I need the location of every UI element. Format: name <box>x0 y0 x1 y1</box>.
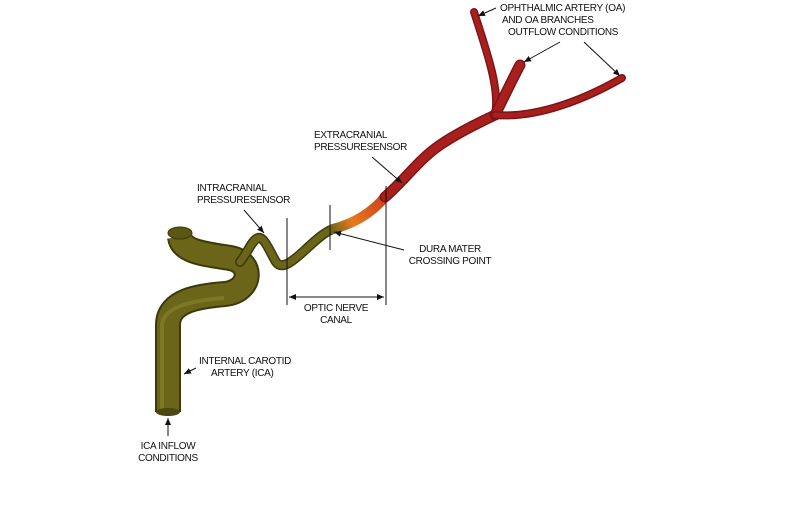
extracranial-sensor-label: EXTRACRANIAL PRESSURESENSOR <box>314 130 408 153</box>
optic-canal-dimension <box>286 186 387 305</box>
optic-canal-label: OPTIC NERVE CANAL <box>303 303 369 326</box>
intracranial-sensor-label: INTRACRANIAL PRESSURESENSOR <box>197 183 291 206</box>
dura-mater-label: DURA MATER CROSSING POINT <box>408 244 492 267</box>
ophthalmic-artery <box>379 8 626 203</box>
ica-inflow-label: ICA INFLOW CONDITIONS <box>138 441 198 464</box>
oa-outflow-arrow-1 <box>477 7 497 17</box>
ica-arrow <box>183 367 197 375</box>
dura-arrow <box>333 230 405 251</box>
extracranial-arrow <box>371 156 403 184</box>
oa-outflow-arrow-3 <box>583 41 621 77</box>
annotation-arrows <box>165 7 621 436</box>
oa-outflow-label: OPHTHALMIC ARTERY (OA) AND OA BRANCHES O… <box>500 3 626 38</box>
ica-label: INTERNAL CAROTID ARTERY (ICA) <box>199 356 292 379</box>
oa-outflow-arrow-2 <box>523 41 561 63</box>
intracranial-arrow <box>243 209 265 234</box>
internal-carotid-artery <box>155 226 260 416</box>
optic-canal-segment <box>328 192 390 234</box>
ica-to-oa-segment <box>235 224 338 271</box>
